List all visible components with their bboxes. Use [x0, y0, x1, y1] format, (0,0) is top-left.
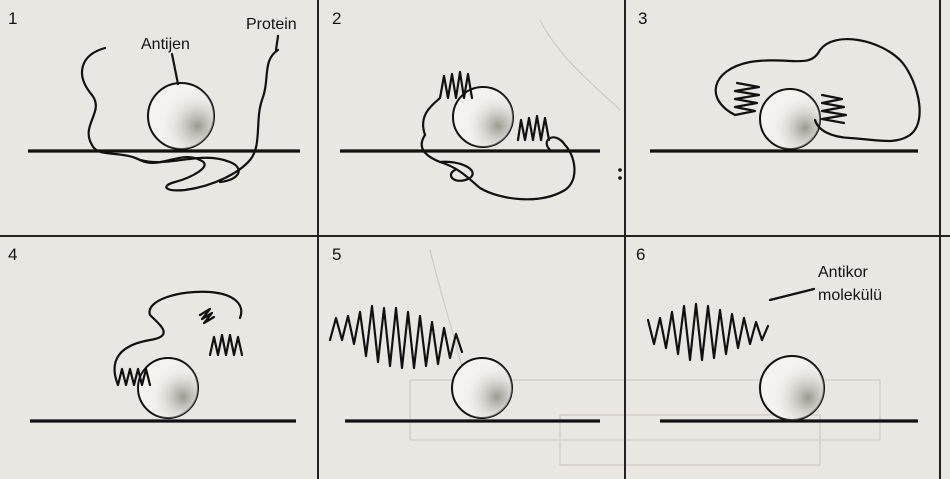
panel-number: 2 [332, 9, 341, 28]
panel-number: 6 [636, 245, 645, 264]
protein-coil-mid [200, 309, 214, 323]
panel-5: 5 [330, 245, 600, 421]
protein-coil-right [822, 95, 846, 123]
panel-2: 2 [332, 9, 622, 199]
panel-4: 4 [8, 245, 296, 421]
antibody-pointer [770, 289, 814, 300]
antigen-pointer [172, 54, 178, 84]
protein-coil-right [210, 335, 242, 355]
antigen-shading [138, 358, 198, 418]
protein-coil-right [518, 116, 549, 140]
antigen-shading [148, 83, 214, 149]
speck [618, 168, 622, 172]
panel-number: 3 [638, 9, 647, 28]
panel-1: 1 Antijen Protein [8, 9, 300, 190]
antibody-label-line2: molekülü [818, 287, 882, 304]
antigen-label: Antijen [141, 36, 190, 53]
antibody-coil [330, 306, 462, 368]
antigen-shading [760, 356, 824, 420]
antigen-shading [453, 87, 513, 147]
protein-pointer [276, 36, 278, 50]
speck [618, 176, 622, 180]
antibody-label-line1: Antikor [818, 264, 868, 281]
panel-number: 1 [8, 9, 17, 28]
protein-coil-left [735, 83, 759, 115]
protein-chain [422, 135, 575, 199]
panel-number: 5 [332, 245, 341, 264]
antigen-shading [452, 358, 512, 418]
panel-3: 3 [638, 9, 920, 151]
antigen-shading [760, 89, 820, 149]
panel-number: 4 [8, 245, 17, 264]
antibody-coil [648, 304, 768, 360]
protein-label: Protein [246, 16, 297, 33]
panel-6: 6 Antikor molekülü [636, 245, 918, 421]
